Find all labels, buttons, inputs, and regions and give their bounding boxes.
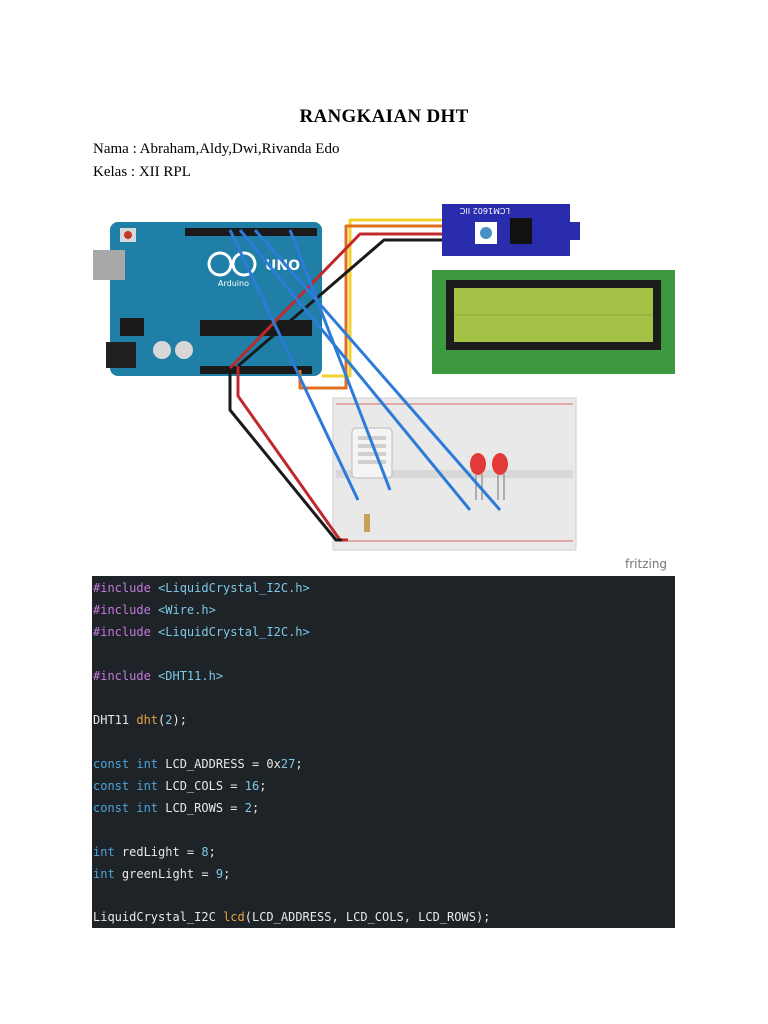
led-pair	[470, 453, 508, 500]
name-line: Nama : Abraham,Aldy,Dwi,Rivanda Edo	[93, 141, 340, 157]
power-jack	[106, 342, 136, 368]
code-line-9: int redLight = 8;	[93, 845, 216, 859]
code-line-4: #include <DHT11.h>	[93, 669, 224, 683]
code-line-8: const int LCD_ROWS = 2;	[93, 801, 260, 815]
code-line-7: const int LCD_COLS = 16;	[93, 779, 267, 793]
resistor	[364, 514, 370, 532]
code-line-6: const int LCD_ADDRESS = 0x27;	[93, 757, 303, 771]
lcd-display	[432, 270, 675, 374]
microcontroller-chip	[200, 320, 312, 336]
circuit-figure: UNO Arduino LCM1602 IIC	[90, 200, 680, 574]
code-line-10: int greenLight = 9;	[93, 867, 231, 881]
usb-port	[93, 250, 125, 280]
code-line-2: #include <Wire.h>	[93, 603, 216, 617]
code-line-1: #include <LiquidCrystal_I2C.h>	[93, 581, 310, 595]
digital-header	[185, 228, 317, 236]
circuit-diagram: UNO Arduino LCM1602 IIC	[93, 204, 675, 571]
board-brand: Arduino	[218, 279, 249, 288]
fritzing-watermark: fritzing	[625, 557, 667, 571]
wires	[228, 218, 502, 542]
code-line-11: LiquidCrystal_I2C lcd(LCD_ADDRESS, LCD_C…	[93, 910, 491, 924]
analog-header	[200, 366, 312, 374]
code-block: #include <LiquidCrystal_I2C.h> #include …	[92, 576, 675, 928]
i2c-module: LCM1602 IIC	[442, 204, 580, 256]
lcd-module-label: LCM1602 IIC	[459, 206, 510, 215]
class-line: Kelas : XII RPL	[93, 164, 191, 180]
document-title: RANGKAIAN DHT	[299, 106, 469, 127]
arduino-board: UNO Arduino	[93, 222, 322, 376]
code-line-5: DHT11 dht(2);	[93, 713, 187, 727]
code-line-3: #include <LiquidCrystal_I2C.h>	[93, 625, 310, 639]
